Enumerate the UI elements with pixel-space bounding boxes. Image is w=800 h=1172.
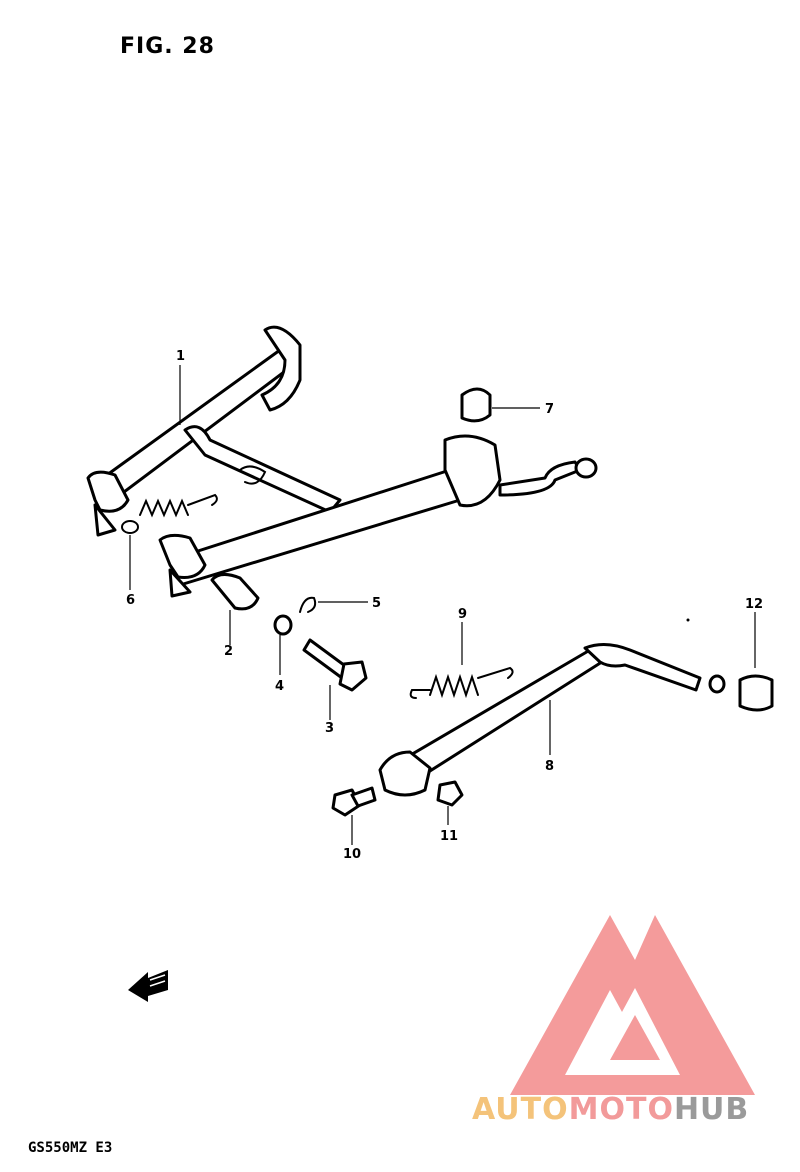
callout-6: 6 (126, 593, 135, 608)
callout-3: 3 (325, 721, 334, 736)
side-stand-spring (409, 666, 514, 699)
pivot-bolt (302, 638, 368, 692)
washer (273, 614, 293, 636)
callout-9: 9 (458, 607, 467, 622)
callout-1: 1 (176, 349, 185, 364)
cotter-pin (299, 596, 317, 613)
callout-12: 12 (745, 597, 763, 612)
watermark-text: AUTOMOTOHUB (472, 1092, 749, 1127)
callout-2: 2 (224, 644, 233, 659)
callout-10: 10 (343, 847, 361, 862)
figure-title: FIG. 28 (120, 34, 215, 59)
leader-lines (129, 365, 756, 845)
callout-7: 7 (545, 402, 554, 417)
model-code: GS550MZ E3 (28, 1140, 113, 1156)
front-direction-arrow-icon (128, 970, 168, 1002)
circlip (121, 520, 139, 534)
side-stand (378, 643, 726, 797)
watermark-auto: AUTO (472, 1092, 569, 1127)
center-stand-frame (86, 325, 598, 598)
callout-8: 8 (545, 759, 554, 774)
callout-11: 11 (440, 829, 458, 844)
rubber-stopper (460, 387, 492, 423)
nut (436, 780, 464, 807)
stand-sleeve (210, 573, 260, 611)
side-stand-bolt (331, 786, 377, 817)
watermark-moto: MOTO (568, 1092, 674, 1127)
callout-4: 4 (275, 679, 284, 694)
rubber-cap (738, 674, 774, 712)
watermark-hub: HUB (673, 1092, 750, 1127)
stand-spring (139, 493, 218, 518)
callout-5: 5 (372, 596, 381, 611)
automotohub-logo (510, 915, 755, 1095)
